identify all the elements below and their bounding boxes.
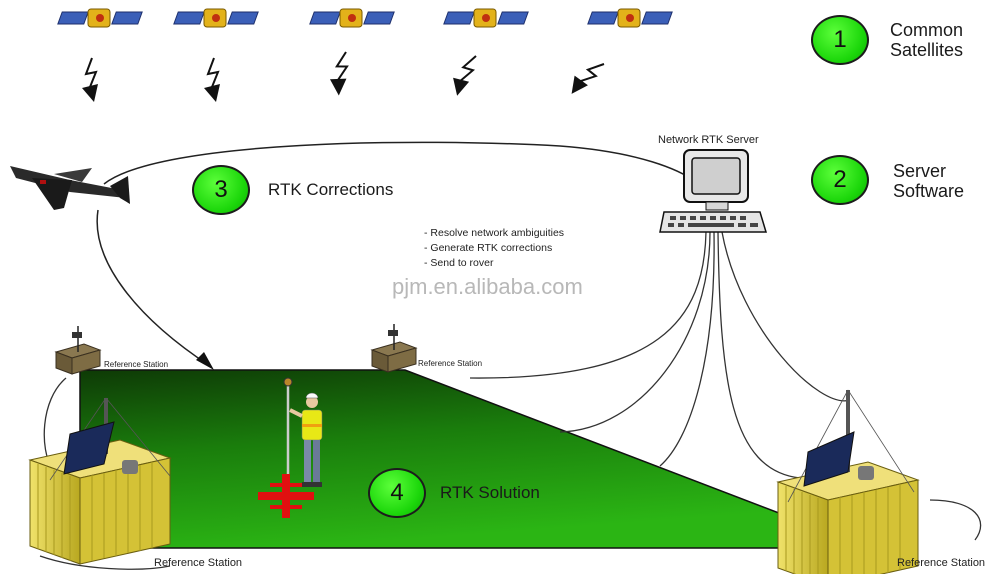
step-3-circle: 3 — [192, 165, 250, 215]
server-label: Network RTK Server — [658, 134, 759, 146]
rtk-field — [79, 369, 793, 549]
satellite-icon — [443, 8, 529, 28]
rover-link — [96, 209, 211, 367]
reference-station-right — [777, 389, 919, 574]
server-task-item: - Generate RTK corrections — [424, 242, 553, 254]
reference-station-label: Reference Station — [104, 360, 169, 369]
step-1-label-line2: Satellites — [890, 40, 964, 60]
reference-station-label: Reference Station — [154, 557, 243, 569]
step-2-circle: 2 — [811, 155, 869, 205]
solar-panel-icon — [63, 421, 115, 475]
rtk-corrections-link — [103, 141, 697, 185]
satellite-icon — [173, 8, 259, 28]
watermark: pjm.en.alibaba.com — [392, 274, 583, 299]
server-task-item: - Send to rover — [424, 257, 494, 269]
server-task-list: - Resolve network ambiguities - Generate… — [424, 226, 564, 271]
satellites — [57, 8, 673, 28]
step-1-label-line1: Common — [890, 20, 964, 40]
signal-bolt-icon — [445, 50, 483, 99]
server-cables — [469, 231, 851, 479]
step-2-label-line1: Server — [893, 161, 947, 181]
server-task-item: - Resolve network ambiguities — [424, 227, 565, 239]
signal-bolt-icon — [81, 57, 99, 103]
computer-icon — [659, 149, 768, 233]
target-cross-icon — [258, 474, 314, 518]
bottom-cable — [39, 555, 171, 570]
rover-link-arrow — [196, 352, 214, 370]
step-2-label-line2: Software — [893, 181, 965, 201]
surveyor-icon — [283, 377, 323, 490]
satellite-icon — [309, 8, 395, 28]
signal-bolt-icon — [326, 48, 353, 98]
reference-station-label: Reference Station — [418, 359, 483, 368]
antenna-box-icon — [371, 323, 417, 373]
signal-bolt-icon — [562, 55, 609, 98]
satellite-icon — [57, 8, 143, 28]
reference-station-label: Reference Station — [897, 557, 986, 569]
reference-station-left — [29, 397, 171, 565]
step-2-label: Server Software — [893, 161, 964, 201]
satellite-icon — [587, 8, 673, 28]
satellite-signals — [81, 48, 609, 103]
airplane-icon — [10, 166, 130, 210]
step-4-circle: 4 — [368, 468, 426, 518]
step-3-label: RTK Corrections — [268, 180, 394, 199]
step-4-label: RTK Solution — [440, 483, 540, 502]
right-cable — [929, 499, 982, 541]
signal-bolt-icon — [203, 57, 221, 103]
antenna-box-icon — [55, 325, 101, 375]
step-1-circle: 1 — [811, 15, 869, 65]
solar-panel-icon — [803, 431, 855, 487]
step-1-label: Common Satellites — [890, 20, 963, 60]
